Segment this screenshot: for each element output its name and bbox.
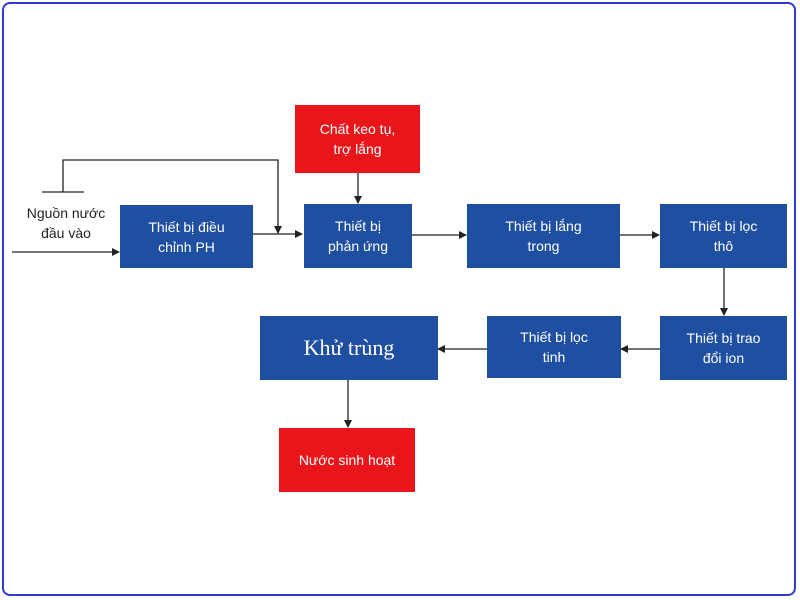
ion-exchange-box: Thiết bị trao đổi ion <box>660 316 787 380</box>
ph-adjustment-box: Thiết bị điều chỉnh PH <box>120 205 253 268</box>
domestic-water-box: Nước sinh hoạt <box>279 428 415 492</box>
coarse-filter-box: Thiết bị lọc thô <box>660 204 787 268</box>
settler-box: Thiết bị lắng trong <box>467 204 620 268</box>
coagulant-box: Chất keo tụ, trợ lắng <box>295 105 420 173</box>
fine-filter-box: Thiết bị lọc tinh <box>487 316 621 378</box>
arrow-bypass-to-ph-output <box>62 159 282 234</box>
input-source-label: Nguồn nước đầu vào <box>26 205 106 241</box>
disinfection-box: Khử trùng <box>260 316 438 380</box>
reactor-box: Thiết bị phản ứng <box>304 204 412 268</box>
